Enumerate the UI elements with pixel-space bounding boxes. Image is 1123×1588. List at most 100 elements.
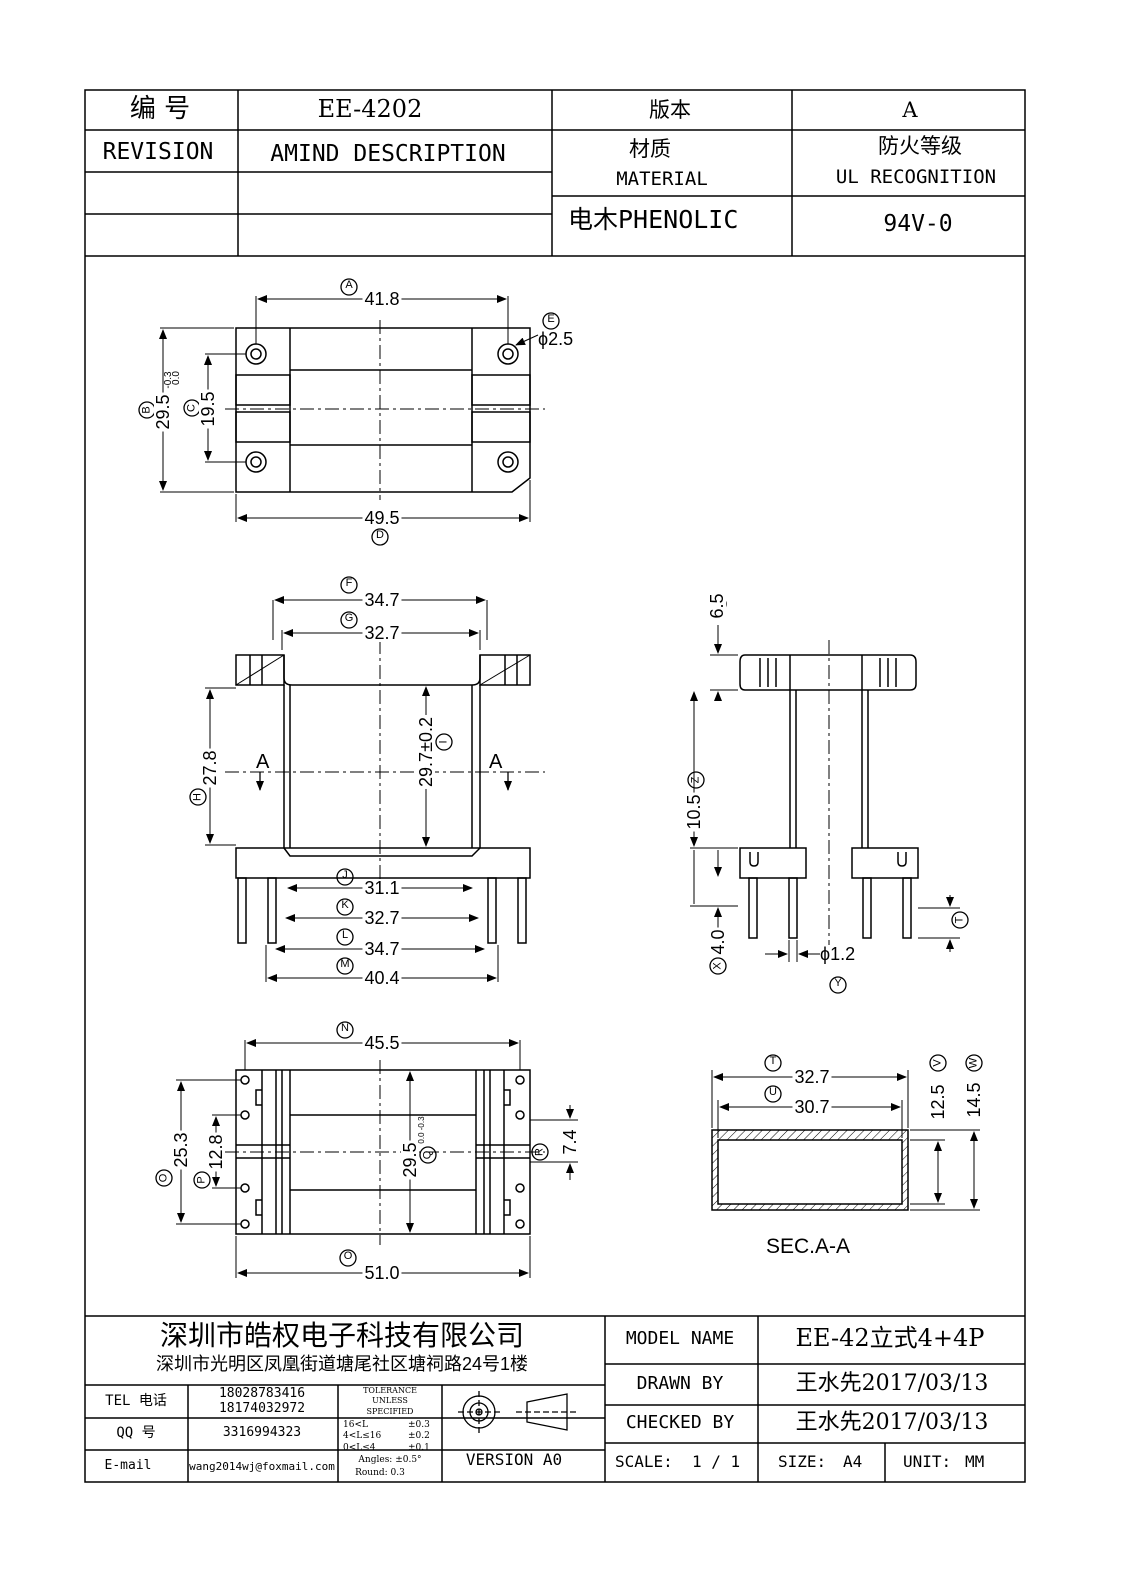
tolerance-range-3: 0<L≤4 xyxy=(343,1443,376,1453)
dim-b-value: 29.5 xyxy=(153,392,173,432)
dim-z-value: 10.5 xyxy=(684,792,704,832)
material-en-label: MATERIAL xyxy=(616,168,708,190)
dim-letter-m: M xyxy=(340,958,350,970)
dim-o-value: 25.3 xyxy=(171,1130,191,1170)
size-value: A4 xyxy=(843,1452,863,1471)
checked-by-label: CHECKED BY xyxy=(625,1412,735,1433)
company-name: 深圳市皓权电子科技有限公司 xyxy=(159,1319,525,1352)
dim-letter-p: P xyxy=(195,1176,208,1184)
dim-letter-v: V xyxy=(931,1059,944,1067)
dim-i-value: 29.7±0.2 xyxy=(416,715,436,789)
drawn-by-label: DRAWN BY xyxy=(636,1373,724,1394)
dim-h-value: 27.8 xyxy=(200,748,220,788)
unit-value: MM xyxy=(965,1452,985,1471)
tolerance-title-3: SPECIFIED xyxy=(366,1407,414,1416)
dim-letter-j: J xyxy=(342,869,348,881)
dim-letter-r: R xyxy=(533,1148,546,1156)
dim-letter-i: I xyxy=(437,740,450,744)
amend-label: AMIND DESCRIPTION xyxy=(270,141,506,167)
projection-symbol xyxy=(458,1391,578,1433)
bottom-view xyxy=(176,1039,578,1278)
side-view xyxy=(690,625,960,962)
section-marker-right: A xyxy=(489,751,503,773)
company-address: 深圳市光明区凤凰街道塘尾社区塘祠路24号1楼 xyxy=(155,1354,529,1374)
dim-f-value: 34.7 xyxy=(362,590,402,610)
code-label: 编 号 xyxy=(129,94,191,124)
dim-b-tol-minus: -0.3 xyxy=(163,371,174,389)
version-code: VERSION A0 xyxy=(465,1450,563,1469)
model-name-label: MODEL NAME xyxy=(625,1328,735,1349)
tolerance-value-1: ±0.3 xyxy=(408,1420,430,1430)
dim-n-value: 45.5 xyxy=(362,1033,402,1053)
dim-p-value: 12.8 xyxy=(206,1132,226,1172)
email-value: wang2014wj@foxmail.com xyxy=(189,1460,335,1473)
dim-letter-w: W xyxy=(967,1057,980,1069)
dim-d-value: 49.5 xyxy=(362,508,402,528)
email-label: E-mail xyxy=(104,1458,152,1473)
dim-letter-u: U xyxy=(769,1086,777,1098)
dim-l-value: 34.7 xyxy=(362,939,402,959)
dim-r-value: 7.4 xyxy=(560,1127,580,1157)
material-cn-label: 材质 xyxy=(629,137,671,161)
unit-label: UNIT: xyxy=(903,1452,952,1471)
drawn-by-value: 王水先2017/03/13 xyxy=(795,1371,989,1396)
dim-letter-z: Z xyxy=(689,776,702,784)
fire-value: 94V-0 xyxy=(883,211,953,237)
dim-y-value: ϕ1.2 xyxy=(820,944,856,964)
dim-letter-l: L xyxy=(341,929,349,941)
section-view xyxy=(711,1070,980,1211)
dim-q-tolerance: 0.0 -0.3 xyxy=(417,1116,426,1144)
dim-letter-h: H xyxy=(191,793,204,801)
checked-by-value: 王水先2017/03/13 xyxy=(795,1410,989,1435)
fire-cn-label: 防火等级 xyxy=(878,134,962,158)
dim-s-value: 51.0 xyxy=(362,1263,402,1283)
tel-label: TEL 电话 xyxy=(105,1393,167,1409)
dim-letter-b: B xyxy=(140,406,153,414)
tolerance-round: Round: 0.3 xyxy=(355,1468,405,1478)
top-view xyxy=(159,295,545,522)
front-view xyxy=(205,596,545,982)
section-caption: SEC.A-A xyxy=(765,1235,851,1258)
material-value: 电木PHENOLIC xyxy=(568,205,739,234)
dim-letter-y: Y xyxy=(834,977,842,989)
dim-w-value: 14.5 xyxy=(964,1082,984,1118)
tolerance-angles: Angles: ±0.5° xyxy=(358,1455,422,1465)
dim-q-value: 29.5 xyxy=(400,1140,420,1180)
dim-g-value: 32.7 xyxy=(362,623,402,643)
dim-letter-k: K xyxy=(341,899,349,911)
tolerance-range-1: 16<L xyxy=(343,1420,368,1430)
size-label: SIZE: xyxy=(778,1452,827,1471)
fire-en-label: UL RECOGNITION xyxy=(835,166,997,188)
dim-k-value: 32.7 xyxy=(362,908,402,928)
scale-label: SCALE: xyxy=(615,1452,673,1471)
dim-letter-s: O xyxy=(343,1250,353,1262)
tolerance-title-1: TOLERANCE xyxy=(363,1386,417,1395)
tolerance-range-2: 4<L≤16 xyxy=(343,1431,382,1441)
dim-t-value: 32.7 xyxy=(792,1067,832,1087)
model-name-value: EE-42立式4+4P xyxy=(795,1324,985,1352)
tolerance-title-2: UNLESS xyxy=(372,1396,408,1405)
revision-label: REVISION xyxy=(102,139,214,165)
dim-letter-a: A xyxy=(345,279,353,291)
section-marker-left: A xyxy=(256,751,270,773)
dim-letter-d: D xyxy=(376,529,384,541)
version-value: A xyxy=(902,98,918,122)
qq-value: 3316994323 xyxy=(222,1425,302,1440)
dim-c-value: 19.5 xyxy=(198,389,218,429)
dim-j-value: 31.1 xyxy=(362,878,402,898)
dim-letter-t: T xyxy=(769,1055,777,1067)
dim-letter-x: X xyxy=(711,962,724,970)
dim-letter-t-side: T xyxy=(953,916,966,924)
dim-letter-c: C xyxy=(185,404,198,412)
tel-value-2: 18174032972 xyxy=(218,1401,306,1416)
dim-letter-e: E xyxy=(547,313,555,325)
qq-label: QQ 号 xyxy=(116,1425,156,1441)
dim-a-value: 41.8 xyxy=(362,289,402,309)
scale-value: 1 / 1 xyxy=(692,1452,741,1471)
dim-letter-g: G xyxy=(344,612,354,624)
dim-v-value: 12.5 xyxy=(928,1084,948,1120)
tel-value-1: 18028783416 xyxy=(218,1386,306,1401)
dim-letter-o: O xyxy=(157,1173,170,1183)
code-value: EE-4202 xyxy=(317,95,423,123)
